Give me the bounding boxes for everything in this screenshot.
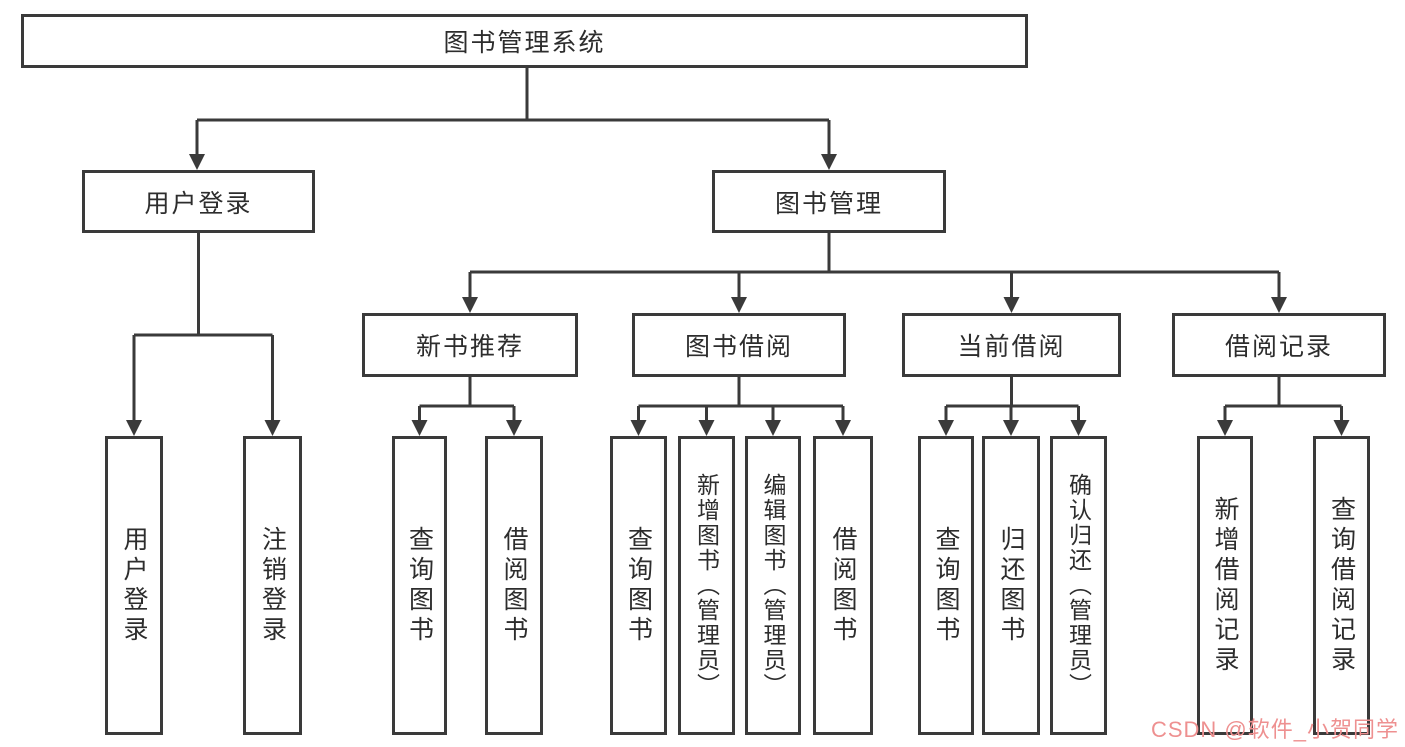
node-new-book-recommendation: 新书推荐 — [362, 313, 578, 377]
node-library-management-system: 图书管理系统 — [21, 14, 1028, 68]
csdn-watermark: CSDN @软件_小贺同学 — [1150, 717, 1399, 742]
leaf-query-books-borrowing: 查询图书 — [610, 436, 667, 735]
leaf-return-books: 归还图书 — [982, 436, 1040, 735]
node-user-login: 用户登录 — [82, 170, 315, 233]
leaf-confirm-return-admin: 确认归还（管理员） — [1050, 436, 1107, 735]
arrowheads — [126, 154, 1350, 436]
leaf-add-books-admin: 新增图书（管理员） — [678, 436, 735, 735]
leaf-query-books-current: 查询图书 — [918, 436, 974, 735]
leaf-edit-books-admin: 编辑图书（管理员） — [745, 436, 801, 735]
node-borrowing-records: 借阅记录 — [1172, 313, 1386, 377]
leaf-add-borrow-record: 新增借阅记录 — [1197, 436, 1253, 735]
leaf-logout-login: 注销登录 — [243, 436, 302, 735]
leaf-query-books-recommend: 查询图书 — [392, 436, 447, 735]
node-book-management: 图书管理 — [712, 170, 946, 233]
node-current-borrowing: 当前借阅 — [902, 313, 1121, 377]
leaf-borrow-books-borrowing: 借阅图书 — [813, 436, 873, 735]
leaf-borrow-books-recommend: 借阅图书 — [485, 436, 543, 735]
node-book-borrowing: 图书借阅 — [632, 313, 846, 377]
leaf-query-borrow-record: 查询借阅记录 — [1313, 436, 1370, 735]
leaf-user-login: 用户登录 — [105, 436, 163, 735]
